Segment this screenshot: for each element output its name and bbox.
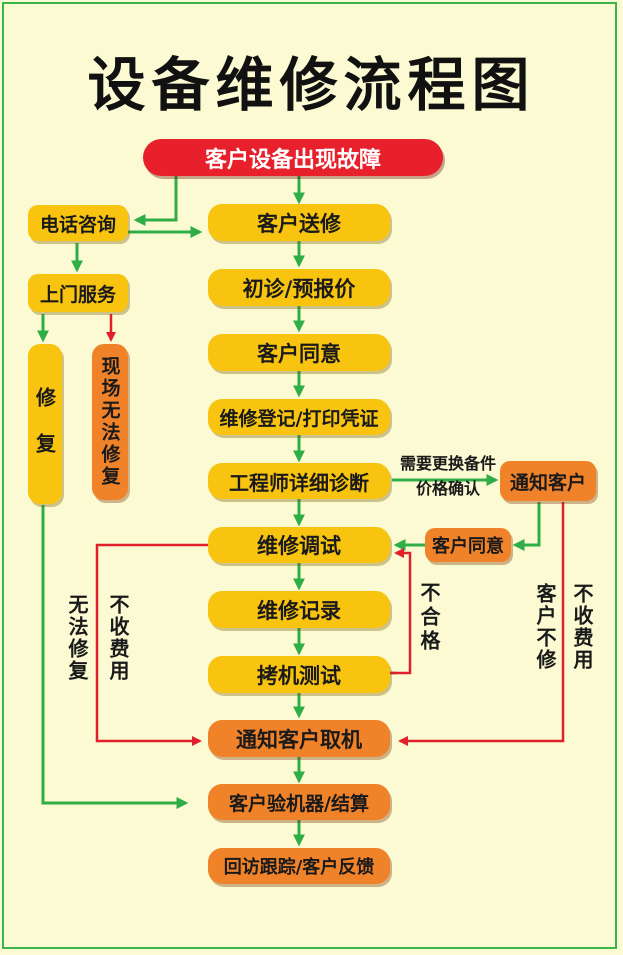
label-parts-line2: 价格确认 (415, 478, 480, 498)
node-register: 维修登记/打印凭证 (208, 399, 390, 435)
node-check: 客户验机器/结算 (208, 784, 390, 820)
node-record: 维修记录 (208, 591, 390, 628)
page-title: 设备维修流程图 (87, 51, 536, 119)
label-parts-price: 需要更换备件 价格确认 (398, 452, 498, 502)
node-notify: 通知客户 (500, 461, 596, 501)
arrow-debug-pickup (95, 543, 208, 746)
node-debug: 维修调试 (208, 527, 390, 563)
node-test: 拷机测试 (208, 656, 390, 693)
arrow-test-debug (388, 548, 412, 675)
node-repair: 修复 (28, 344, 62, 504)
node-followup: 回访跟踪/客户反馈 (208, 848, 390, 884)
label-no-repair: 客户不修 (533, 583, 557, 671)
node-engineer: 工程师详细诊断 (208, 463, 390, 499)
arrow-fault-phone (133, 176, 178, 226)
node-agree: 客户同意 (208, 334, 390, 371)
node-fault: 客户设备出现故障 (143, 139, 443, 176)
node-phone: 电话咨询 (28, 205, 128, 241)
label-fail: 不合格 (417, 582, 441, 654)
label-no-charge-left: 不收费用 (106, 594, 130, 682)
arrow-repair-check (41, 505, 189, 809)
node-diagnose-quote: 初诊/预报价 (208, 269, 390, 306)
label-unable-repair: 无法修复 (65, 594, 89, 682)
label-parts-line1: 需要更换备件 (399, 454, 496, 473)
node-send: 客户送修 (208, 204, 390, 241)
node-onsite: 上门服务 (28, 274, 128, 312)
page-border (2, 2, 617, 949)
label-no-charge-right: 不收费用 (570, 583, 594, 671)
arrow-notify-pickup (398, 502, 565, 746)
node-agree2: 客户同意 (425, 528, 511, 562)
node-unable-onsite: 现场无法修复 (92, 344, 128, 500)
node-pickup: 通知客户取机 (208, 720, 390, 757)
arrow-notify-agree2 (512, 502, 541, 551)
